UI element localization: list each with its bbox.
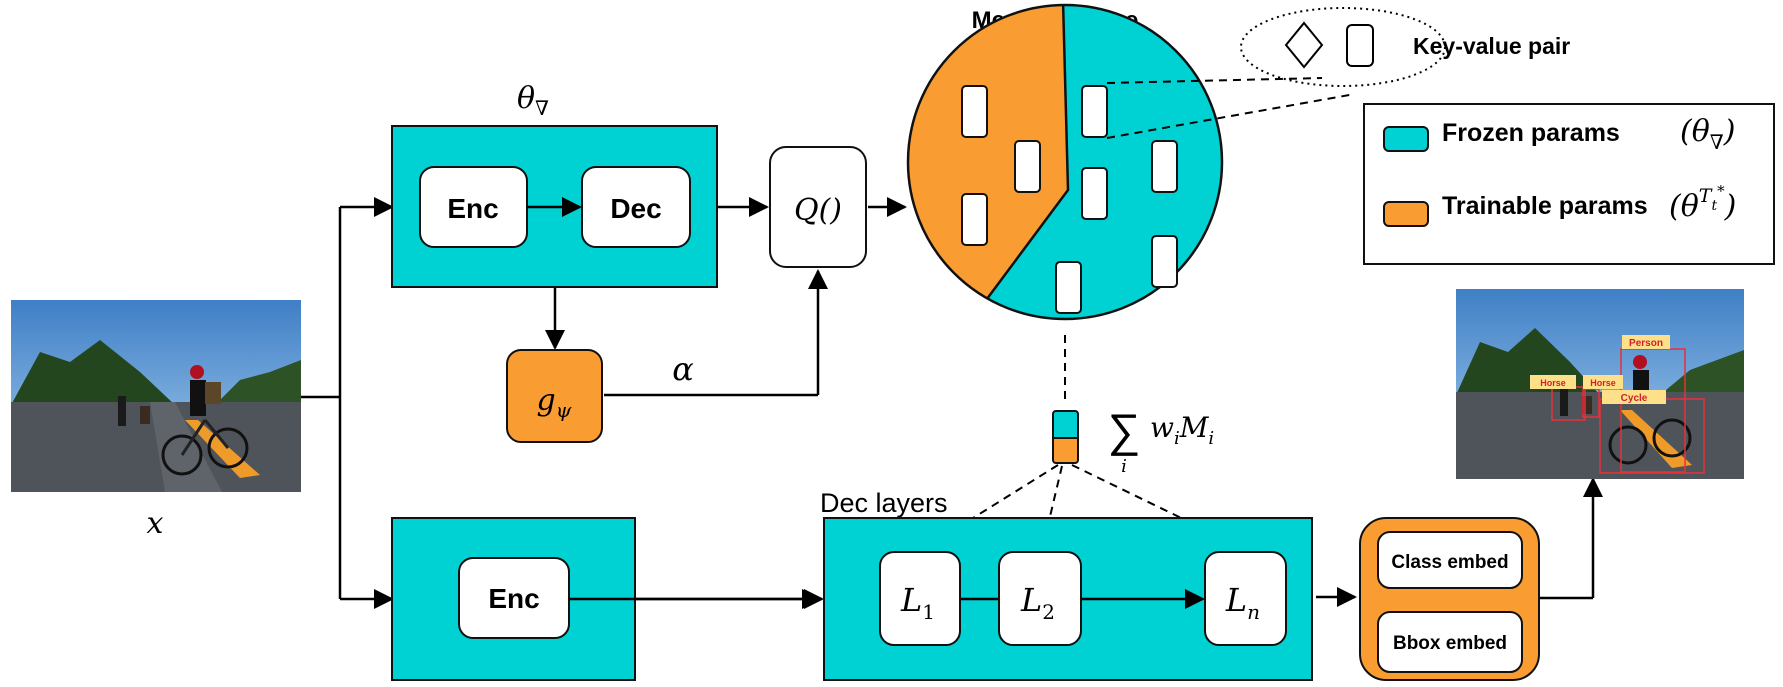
input-label-x: x [147,506,164,541]
legend-trainable-math: (θTt*) [1669,182,1736,224]
dec-layers-title: Dec layers [820,488,948,518]
top-dec-box [581,166,691,248]
legend-trainable-label: Trainable params [1442,192,1648,220]
det-label-cycle: Cycle [1621,393,1648,404]
detection-labels: Person Horse Horse Cycle [1530,335,1670,404]
legend-box [1363,103,1775,265]
layer-l1-label: L1 [900,581,935,624]
det-label-horse-1: Horse [1540,378,1566,388]
sum-index: i [1121,456,1127,477]
alpha-label: α [672,350,694,388]
legend-frozen-swatch [1383,126,1429,152]
g-psi-box [506,349,603,443]
sum-symbol: ∑ [1108,404,1141,456]
layer-l2-label: L2 [1020,581,1055,624]
bottom-enc-label: Enc [488,583,539,614]
input-image [11,300,301,492]
bbox-embed-label: Bbox embed [1393,633,1507,654]
memory-slots [961,85,1178,314]
theta-frozen-label: θ∇ [517,81,549,120]
quantizer-box [769,146,867,268]
legend-frozen-label: Frozen params [1442,119,1620,147]
layer-ln-label: Ln [1225,581,1260,624]
det-label-person: Person [1629,338,1663,349]
top-dec-label: Dec [610,193,661,224]
bbox-embed-box [1377,611,1523,673]
legend-frozen-math: (θ∇) [1680,114,1735,154]
key-value-pair-callout [1106,7,1446,139]
layer-ln-box [1204,551,1287,646]
key-value-pair-label: Key-value pair [1413,33,1570,59]
class-embed-label: Class embed [1391,552,1508,573]
class-embed-box [1377,531,1523,589]
legend-trainable-swatch [1383,201,1429,227]
det-label-horse-2: Horse [1590,378,1616,388]
sum-expression: wiMi [1150,411,1214,449]
top-enc-label: Enc [447,193,498,224]
quantizer-label: Q() [794,193,842,228]
g-psi-label: gψ [537,383,572,422]
weighted-memory-pill [1052,410,1079,464]
